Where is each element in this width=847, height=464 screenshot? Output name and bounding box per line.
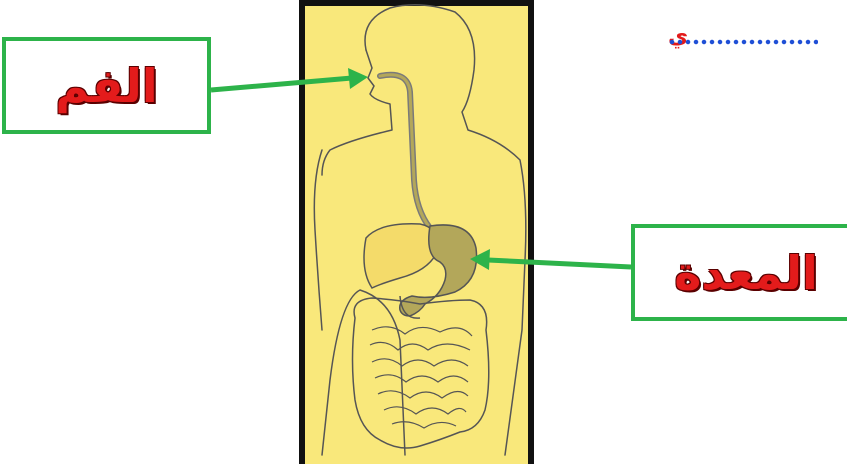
body-outline [322,290,405,455]
mouth-arrow [211,68,368,90]
esophagus [380,75,430,228]
mouth-label-box: الفم [2,37,211,134]
mouth-label: الفم [55,63,157,109]
stomach-label-box: المعدة [631,224,847,321]
stomach-arrow [470,249,631,270]
dotted-line [668,38,818,46]
liver [364,224,438,288]
small-intestine [370,327,472,428]
stomach-label: المعدة [674,250,818,296]
